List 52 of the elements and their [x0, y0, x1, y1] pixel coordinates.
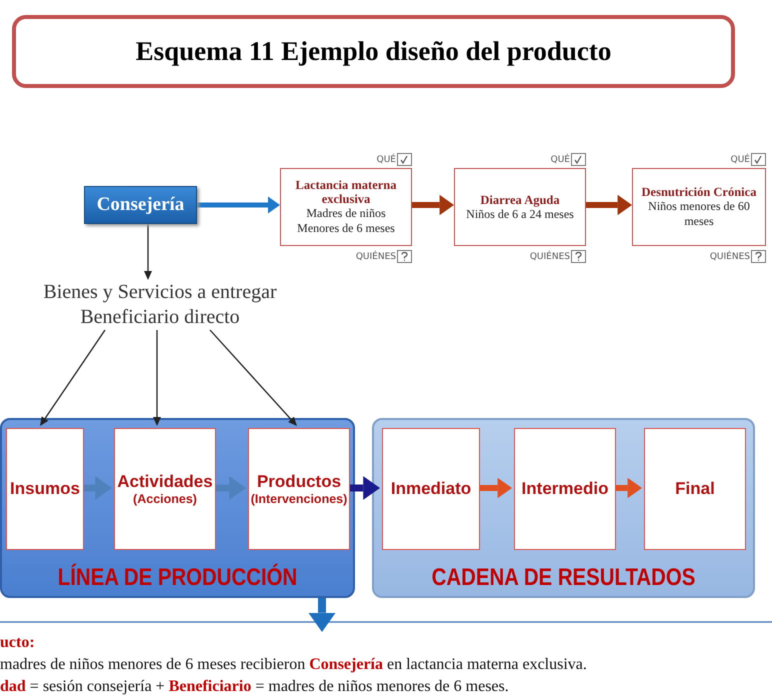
field-label: QUÉ: [730, 155, 750, 165]
group-title: CADENA DE RESULTADOS: [430, 564, 696, 592]
arrow: [348, 476, 380, 500]
note-text: dad = sesión consejería + Beneficiario = madres de niños menores de 6 meses.: [0, 677, 510, 697]
arrow: [153, 330, 161, 426]
note-heading: ucto:: [0, 633, 36, 653]
result-box: [632, 168, 766, 246]
arrow: [214, 476, 246, 500]
field-label: QUIÉNES: [710, 252, 750, 262]
arrow: [412, 194, 454, 216]
process-box: Consejería: [84, 186, 197, 224]
arrow: [478, 478, 512, 498]
node-subtitle: (Intervenciones): [250, 492, 348, 506]
node-title: Inmediato: [390, 479, 472, 499]
node-title: Intermedio: [522, 479, 608, 499]
node-title: Productos: [256, 472, 342, 492]
group-title: LÍNEA DE PRODUCCIÓN: [56, 564, 298, 592]
node-title: Desnutrición Crónica: [642, 185, 756, 199]
node-title: Actividades: [117, 472, 213, 492]
node-subtitle: (Acciones): [133, 492, 197, 506]
arrow: [210, 330, 297, 426]
node-subtitle: Madres de niños Menores de 6 meses: [296, 206, 396, 236]
field-label: QUÉ: [376, 155, 396, 165]
arrow: [197, 196, 280, 214]
arrow: [614, 478, 642, 498]
stage-box: [644, 428, 746, 550]
node-subtitle: Niños de 6 a 24 meses: [466, 206, 574, 222]
stage-box: [114, 428, 216, 550]
arrow: [308, 598, 336, 632]
arrow: [144, 224, 152, 280]
title-banner: Esquema 11 Ejemplo diseño del producto: [12, 15, 735, 88]
group-panel: [372, 418, 755, 598]
node-title: Diarrea Aguda: [480, 192, 560, 206]
result-box: [454, 168, 586, 246]
result-box: [280, 168, 412, 246]
node-title: Insumos: [10, 479, 80, 499]
node-title: Lactancia materna exclusiva: [294, 178, 398, 206]
stage-box: [248, 428, 350, 550]
stage-box: [514, 428, 616, 550]
field-label: QUIÉNES: [356, 252, 396, 262]
field-label: QUÉ: [550, 155, 570, 165]
arrow: [586, 194, 632, 216]
node-title: Final: [675, 479, 715, 499]
arrow: [82, 476, 112, 500]
node-subtitle: Niños menores de 60 meses: [647, 199, 751, 229]
field-label: QUIÉNES: [530, 252, 570, 262]
group-panel: [0, 418, 355, 598]
stage-box: [382, 428, 480, 550]
stage-box: [6, 428, 84, 550]
caption-text: Bienes y Servicios a entregar Beneficiario directo: [25, 280, 295, 330]
arrow: [40, 330, 106, 426]
note-text: madres de niños menores de 6 meses recibieron Consejería en lactancia materna exclusiva.: [0, 655, 588, 675]
